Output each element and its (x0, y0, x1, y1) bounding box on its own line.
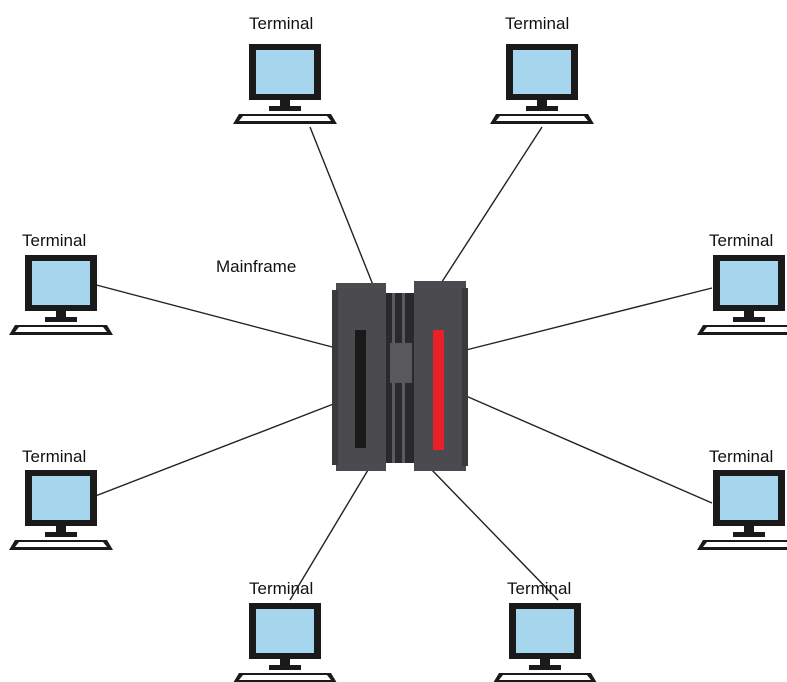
terminal-label: Terminal (249, 579, 313, 598)
terminal-label: Terminal (709, 447, 773, 466)
terminal-mid-left-upper: Terminal (9, 231, 113, 335)
terminal-label: Terminal (505, 14, 569, 33)
computer-icon (9, 470, 113, 550)
terminal-mid-left-lower: Terminal (9, 447, 113, 550)
terminal-label: Terminal (22, 447, 86, 466)
mainframe-left-slot (355, 330, 366, 448)
terminal-top-left: Terminal (233, 14, 337, 124)
computer-icon (233, 44, 337, 124)
link-mid-left-lower (84, 402, 337, 501)
terminal-mid-right-upper: Terminal (697, 231, 787, 335)
link-top-right (437, 126, 543, 289)
link-bottom-left (289, 469, 369, 601)
terminal-bottom-left: Terminal (233, 579, 337, 682)
mainframe-red-indicator (433, 330, 444, 450)
mainframe: Mainframe (216, 257, 468, 471)
terminal-label: Terminal (507, 579, 571, 598)
computer-icon (9, 255, 113, 335)
terminal-label: Terminal (22, 231, 86, 250)
computer-icon (493, 603, 597, 682)
computer-icon (697, 255, 787, 335)
link-top-left (309, 126, 376, 291)
link-mid-right-lower (465, 395, 713, 504)
link-mid-right-upper (465, 287, 713, 351)
terminal-mid-right-lower: Terminal (697, 447, 787, 550)
computer-icon (697, 470, 787, 550)
terminal-top-right: Terminal (490, 14, 594, 124)
computer-icon (490, 44, 594, 124)
mainframe-center-block (390, 343, 412, 383)
terminal-label: Terminal (249, 14, 313, 33)
computer-icon (233, 603, 337, 682)
link-mid-left-upper (84, 281, 337, 349)
terminal-label: Terminal (709, 231, 773, 250)
terminal-bottom-right: Terminal (493, 579, 597, 682)
link-bottom-right (429, 467, 559, 601)
connections (84, 126, 713, 601)
mainframe-label: Mainframe (216, 257, 296, 276)
